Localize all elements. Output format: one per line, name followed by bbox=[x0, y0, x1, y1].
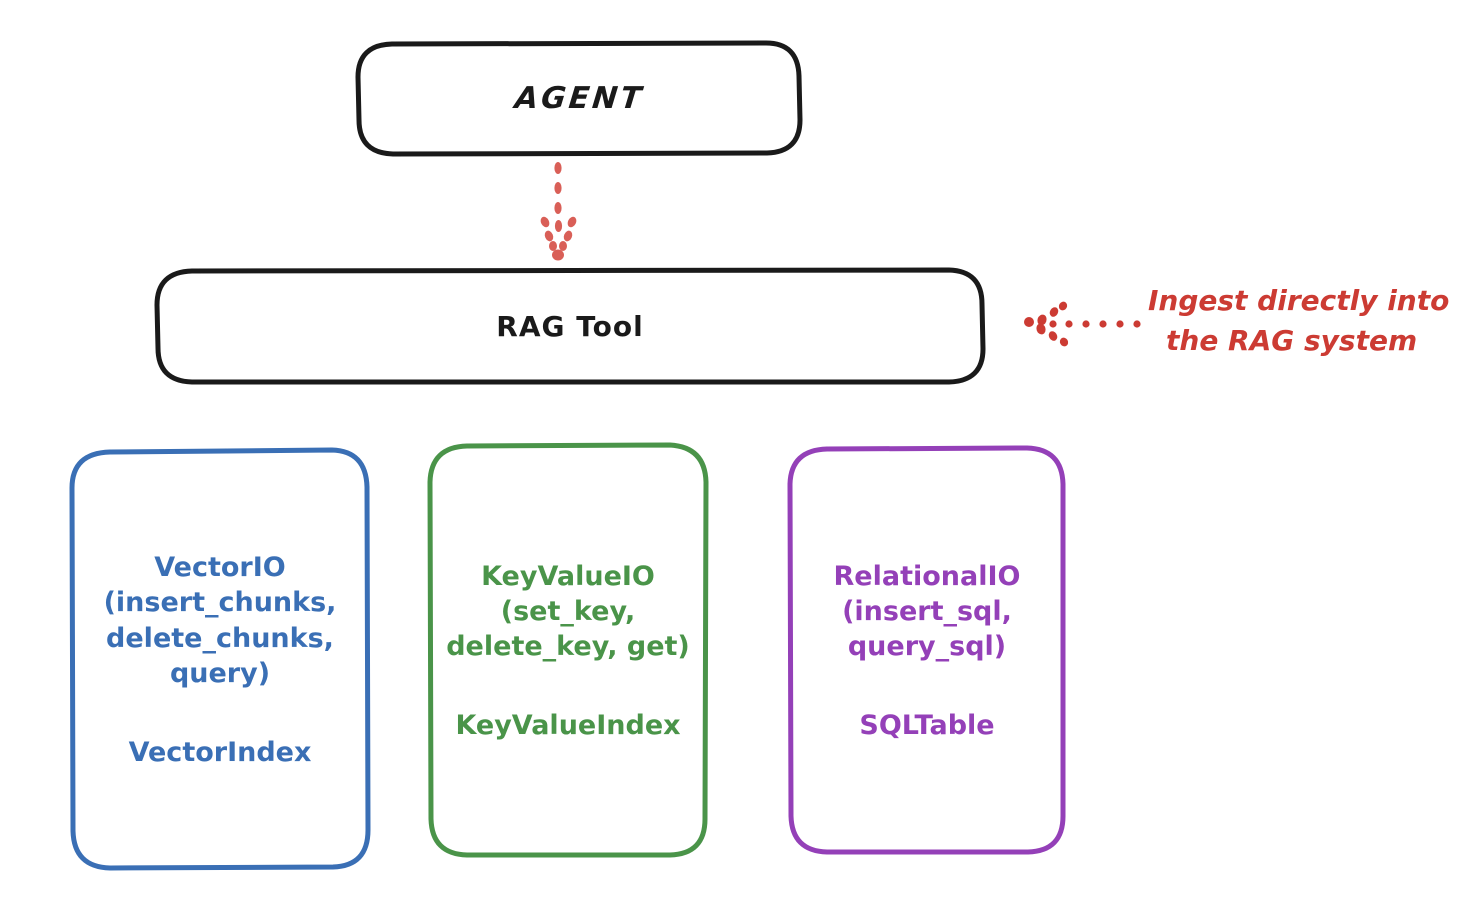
agent-to-rag-dotted-arrow bbox=[540, 162, 577, 261]
sql-table-label: SQLTable bbox=[859, 710, 995, 742]
agent-node-body: AGENT bbox=[358, 42, 800, 154]
key-value-io-node-body: KeyValueIO (set_key, delete_key, get) Ke… bbox=[430, 445, 706, 855]
vector-index-label: VectorIndex bbox=[128, 736, 312, 768]
key-value-index-label: KeyValueIndex bbox=[455, 710, 681, 742]
ingest-dotted-arrow bbox=[1024, 301, 1141, 347]
ingest-annotation-line-1: Ingest directly into bbox=[1148, 284, 1450, 317]
vector-io-node-body: VectorIO (insert_chunks, delete_chunks, … bbox=[72, 450, 368, 868]
rag-tool-label: RAG Tool bbox=[496, 310, 644, 343]
rag-tool-node[interactable]: RAG Tool bbox=[157, 270, 983, 383]
relational-io-node-body: RelationalIO (insert_sql, query_sql) SQL… bbox=[790, 448, 1064, 852]
relational-io-title: RelationalIO (insert_sql, query_sql) bbox=[833, 560, 1021, 663]
key-value-io-title: KeyValueIO (set_key, delete_key, get) bbox=[446, 560, 690, 663]
ingest-annotation: Ingest directly into the RAG system bbox=[1148, 281, 1478, 361]
ingest-annotation-line-2: the RAG system bbox=[1166, 323, 1418, 357]
agent-label: AGENT bbox=[512, 80, 646, 116]
agent-node[interactable]: AGENT bbox=[358, 42, 800, 154]
vector-io-title: VectorIO (insert_chunks, delete_chunks, … bbox=[103, 552, 337, 689]
key-value-io-node[interactable]: KeyValueIO (set_key, delete_key, get) Ke… bbox=[430, 445, 706, 855]
rag-tool-node-body: RAG Tool bbox=[157, 270, 983, 383]
vector-io-node[interactable]: VectorIO (insert_chunks, delete_chunks, … bbox=[72, 450, 368, 868]
relational-io-node[interactable]: RelationalIO (insert_sql, query_sql) SQL… bbox=[790, 448, 1064, 852]
